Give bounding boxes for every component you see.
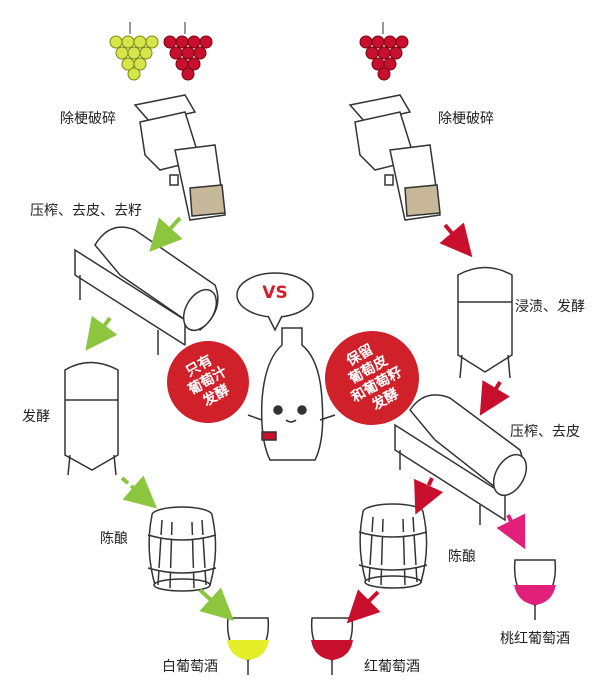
press-right-icon	[394, 394, 528, 525]
right-step3-label: 压榨、去皮	[510, 424, 580, 440]
red-wine-label: 红葡萄酒	[364, 659, 420, 675]
rose-wine-glass-icon	[513, 559, 557, 620]
left-step3-label: 发酵	[22, 409, 50, 425]
bottle-character-icon	[247, 327, 336, 461]
left-red-bubble	[165, 339, 251, 425]
red-wine-glass-icon	[310, 617, 354, 675]
right-step2-label: 浸渍、发酵	[515, 299, 585, 315]
right-red-bubble	[323, 329, 421, 427]
left-step1-label: 除梗破碎	[60, 111, 116, 127]
right-step1-label: 除梗破碎	[438, 111, 494, 127]
barrel-right-icon	[358, 503, 428, 589]
green-arrows	[85, 216, 234, 621]
crusher-right-icon	[348, 94, 441, 221]
press-left-icon	[74, 226, 219, 355]
vs-speech-bubble	[236, 272, 314, 332]
red-arrows	[346, 222, 510, 624]
vs-text: VS	[262, 283, 288, 303]
barrel-left-icon	[147, 506, 217, 592]
rose-wine-label: 桃红葡萄酒	[500, 631, 570, 647]
right-step4-label: 陈酿	[448, 549, 476, 565]
left-step2-label: 压榨、去皮、去籽	[30, 203, 142, 219]
red-grapes-right-icon	[359, 22, 409, 81]
white-wine-label: 白葡萄酒	[162, 659, 218, 675]
fermentation-tank-left-icon	[64, 361, 119, 476]
green-grapes-icon	[109, 22, 159, 81]
left-step4-label: 陈酿	[100, 531, 128, 547]
pink-arrow	[496, 513, 526, 550]
crusher-left-icon	[133, 94, 226, 221]
maceration-tank-right-icon	[457, 266, 513, 379]
white-wine-glass-icon	[226, 617, 270, 675]
red-grapes-left-icon	[163, 22, 213, 81]
